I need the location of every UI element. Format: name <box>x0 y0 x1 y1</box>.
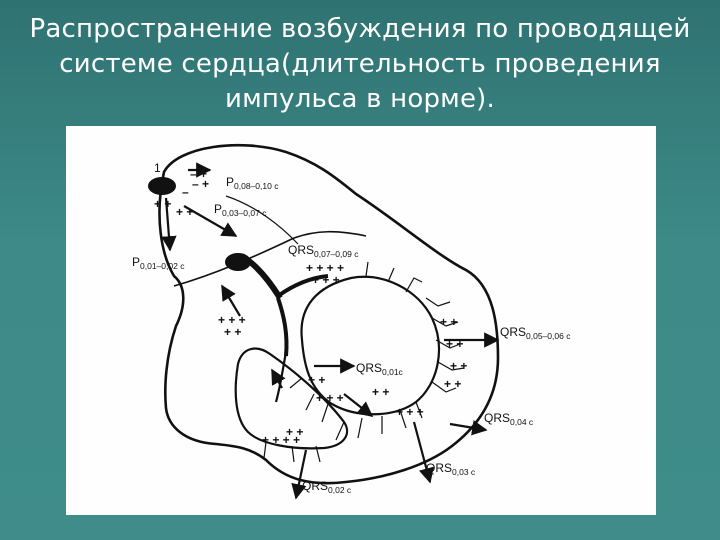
svg-text:+ + +: + + + <box>396 405 424 419</box>
svg-text:+ +: + + <box>440 315 457 329</box>
qrs4-label: QRS0,04 с <box>484 411 534 427</box>
purkinje-fibers <box>263 261 465 463</box>
qrs6-label: QRS0,02 с <box>302 479 352 495</box>
title-line-2: системе сердца(длительность проведения <box>59 49 661 79</box>
svg-text:+ +: + + <box>286 425 303 439</box>
title-line-3: импульса в норме). <box>225 84 495 114</box>
p1-label: P0,08–0,10 с <box>226 175 279 191</box>
node-number-label: 1 <box>154 161 161 175</box>
heart-diagram: 1 + + – – + – + + + + + + + + + + + + + … <box>132 143 571 500</box>
svg-text:– +: – + <box>192 177 209 191</box>
svg-text:+ +: + + <box>372 385 389 399</box>
right-ventricle-cavity <box>234 347 349 450</box>
qrs2-label: QRS0,05–0,06 с <box>500 325 571 341</box>
p3-label: P0,01–0,02 с <box>132 255 185 271</box>
svg-text:–: – <box>182 185 189 199</box>
timing-labels: P0,08–0,10 с P0,03–0,07 с P0,01–0,02 с Q… <box>132 175 571 495</box>
slide-title: Распространение возбуждения по проводяще… <box>20 12 700 117</box>
sinoatrial-node <box>148 177 176 195</box>
svg-text:+ +: + + <box>154 197 171 211</box>
qrs1-label: QRS0,07–0,09 с <box>288 243 359 259</box>
svg-text:+ +: + + <box>450 359 467 373</box>
qrs5-label: QRS0,03 с <box>426 461 476 477</box>
svg-text:+ + + +: + + + + <box>306 261 344 275</box>
left-bundle-branch <box>276 274 329 298</box>
svg-text:+ + + +: + + + + <box>262 433 300 447</box>
atrial-boundary <box>173 230 367 287</box>
svg-text:+ + +: + + + <box>218 313 246 327</box>
p2-label: P0,03–0,07 с <box>214 202 267 218</box>
svg-text:+ + +: + + + <box>316 391 344 405</box>
charge-marks: + + – – + – + + + + + + + + + + + + + + … <box>154 167 467 447</box>
heart-outline <box>158 143 500 485</box>
svg-text:+ +: + + <box>308 373 325 387</box>
svg-text:+ +: + + <box>224 325 241 339</box>
left-ventricle-cavity <box>300 275 440 416</box>
his-bundle <box>240 253 283 300</box>
septum-line <box>225 195 299 245</box>
svg-text:+ +: + + <box>444 377 461 391</box>
right-bundle-branch <box>276 297 289 357</box>
svg-text:+ + +: + + + <box>312 273 340 287</box>
qrs3-label: QRS0,01с <box>356 361 404 377</box>
conduction-arrows <box>161 162 500 500</box>
title-line-1: Распространение возбуждения по проводяще… <box>29 14 691 44</box>
heart-conduction-figure: 1 + + – – + – + + + + + + + + + + + + + … <box>66 126 656 515</box>
